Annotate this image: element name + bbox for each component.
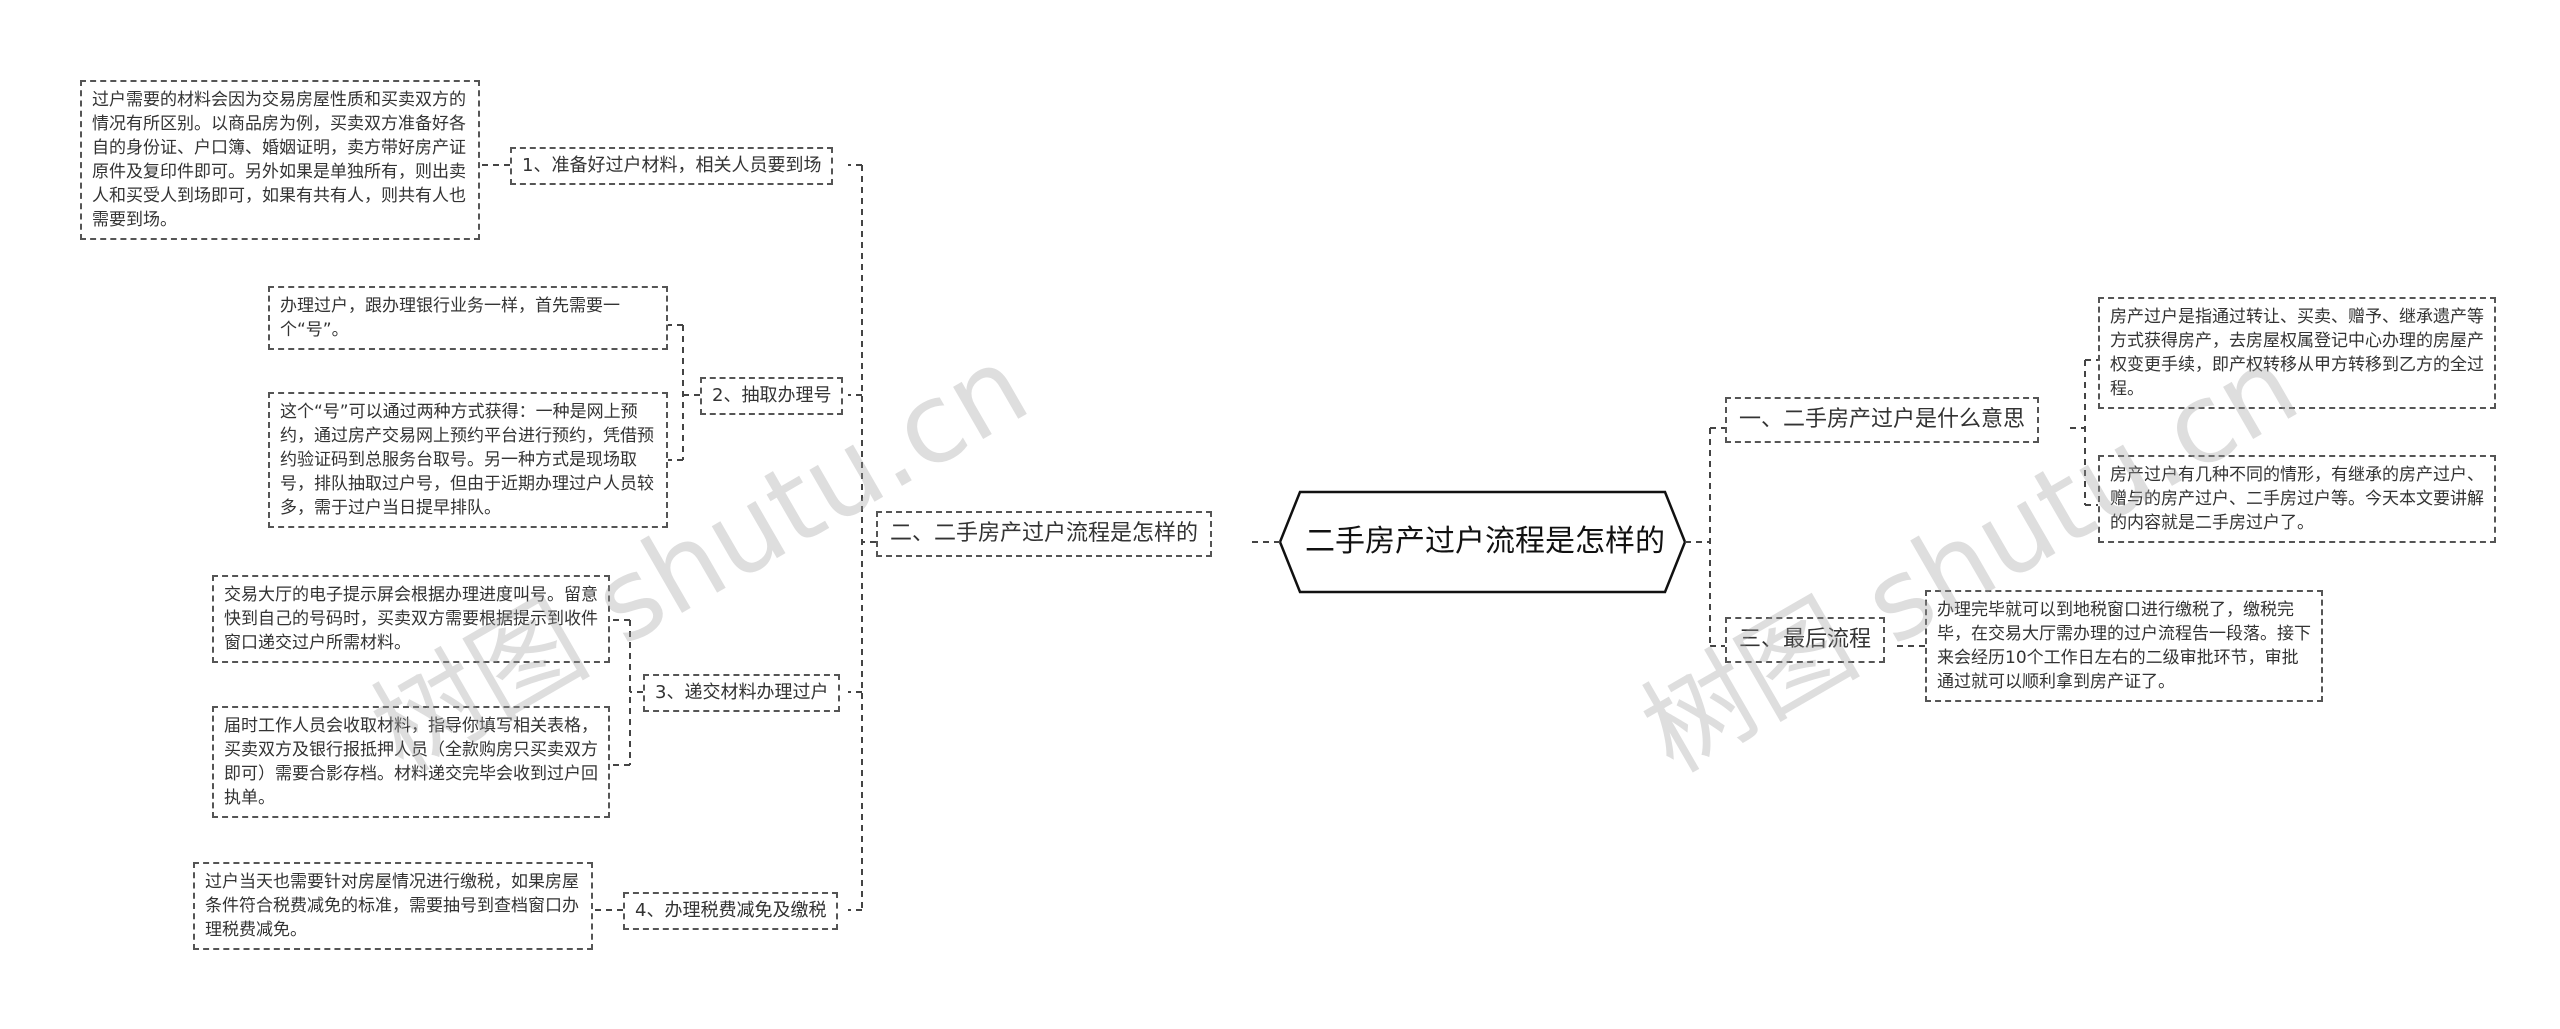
- leaf-step1-materials[interactable]: 过户需要的材料会因为交易房屋性质和买卖双方的情况有所区别。以商品房为例，买卖双方…: [80, 80, 480, 240]
- branch-how-to-transfer[interactable]: 二、二手房产过户流程是怎样的: [876, 511, 1213, 557]
- step-1-prepare-materials[interactable]: 1、准备好过户材料，相关人员要到场: [510, 147, 834, 185]
- central-topic[interactable]: 二手房产过户流程是怎样的: [1305, 524, 1665, 559]
- leaf-step2-number-methods[interactable]: 这个“号”可以通过两种方式获得：一种是网上预约，通过房产交易网上预约平台进行预约…: [268, 392, 668, 528]
- step-3-submit-materials[interactable]: 3、递交材料办理过户: [643, 674, 841, 712]
- branch-what-is-transfer[interactable]: 一、二手房产过户是什么意思: [1725, 397, 2040, 443]
- step-4-tax[interactable]: 4、办理税费减免及缴税: [623, 892, 839, 930]
- branch-final-process[interactable]: 三、最后流程: [1725, 617, 1886, 663]
- step-2-get-number[interactable]: 2、抽取办理号: [700, 377, 844, 415]
- leaf-step3-queue[interactable]: 交易大厅的电子提示屏会根据办理进度叫号。留意快到自己的号码时，买卖双方需要根据提…: [212, 575, 610, 663]
- leaf-cases[interactable]: 房产过户有几种不同的情形，有继承的房产过户、赠与的房产过户、二手房过户等。今天本…: [2098, 455, 2496, 543]
- leaf-final-process[interactable]: 办理完毕就可以到地税窗口进行缴税了，缴税完毕，在交易大厅需办理的过户流程告一段落…: [1925, 590, 2323, 702]
- leaf-step2-number-intro[interactable]: 办理过户，跟办理银行业务一样，首先需要一个“号”。: [268, 286, 668, 350]
- leaf-definition[interactable]: 房产过户是指通过转让、买卖、赠予、继承遗产等方式获得房产，去房屋权属登记中心办理…: [2098, 297, 2496, 409]
- leaf-step3-staff[interactable]: 届时工作人员会收取材料，指导你填写相关表格，买卖双方及银行报抵押人员（全款购房只…: [212, 706, 610, 818]
- leaf-step4-tax[interactable]: 过户当天也需要针对房屋情况进行缴税，如果房屋条件符合税费减免的标准，需要抽号到查…: [193, 862, 593, 950]
